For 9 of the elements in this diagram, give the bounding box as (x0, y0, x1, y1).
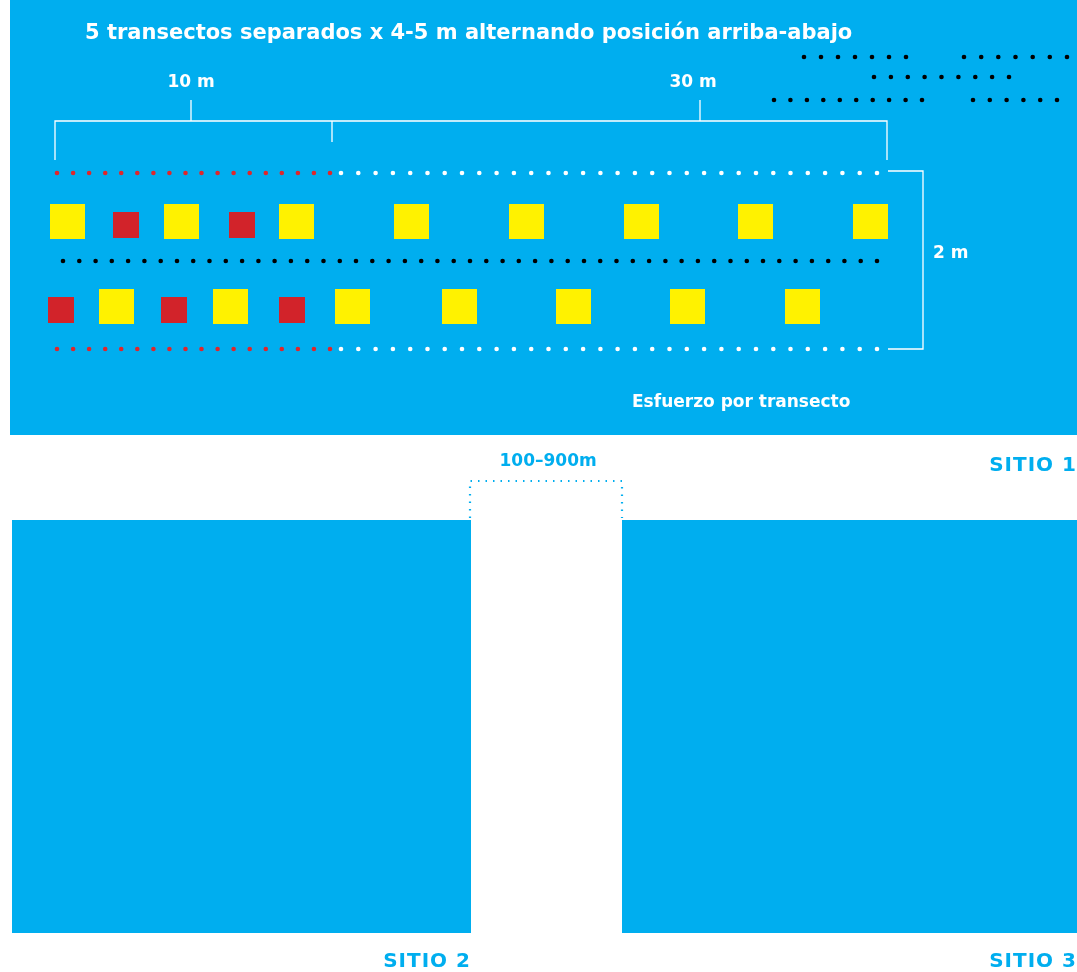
dimension-label: 10 m (167, 71, 215, 91)
site-label: SITIO 3 (989, 948, 1077, 972)
distance-label: 100–900m (499, 450, 597, 470)
dimension-label: 2 m (933, 242, 969, 262)
site-label: SITIO 1 (989, 452, 1077, 476)
diagram-heading: 5 transectos separados x 4-5 m alternando posición arriba-abajo (85, 20, 853, 44)
dimension-label: 30 m (669, 71, 717, 91)
site-label: SITIO 2 (383, 948, 471, 972)
caption-text: Esfuerzo por transecto (632, 391, 851, 411)
